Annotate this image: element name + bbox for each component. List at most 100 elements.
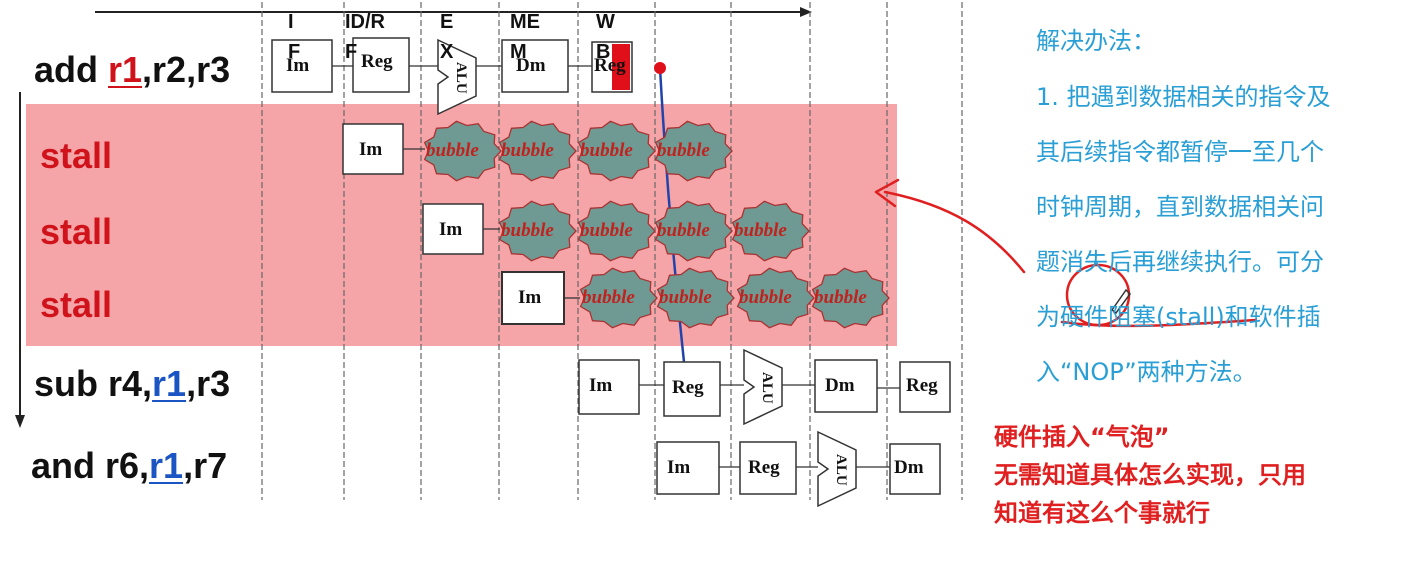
sub-alu-label: ALU — [759, 372, 775, 404]
stall3-bubble-3 — [736, 267, 815, 329]
stall3-im-box — [501, 271, 565, 325]
note-line-2: 无需知道具体怎么实现，只用 — [994, 461, 1306, 489]
instruction-4-stall: stall — [40, 287, 112, 323]
timeline-arrowhead — [800, 7, 812, 17]
solution-line-1: 1. 把遇到数据相关的指令及 — [1036, 83, 1331, 111]
add-im-box-label: Im — [286, 55, 310, 76]
stall3-bubble-2 — [656, 267, 735, 329]
stall2-bubble-2-label: bubble — [580, 220, 633, 241]
stall3-bubble-3-label: bubble — [739, 287, 792, 308]
add-wb-reg-box-highlight — [612, 44, 630, 90]
stage-header-2: ID/R — [345, 11, 385, 33]
stall3-bubble-4-label: bubble — [814, 287, 867, 308]
add-dm-box — [501, 39, 569, 93]
stall1-bubble-4 — [654, 120, 733, 182]
and-reg-box-label: Reg — [748, 457, 780, 478]
stall2-bubble-1 — [498, 200, 577, 262]
stall3-bubble-1-label: bubble — [582, 287, 635, 308]
stall1-bubble-3-label: bubble — [580, 140, 633, 161]
instruction-opcode: stall — [40, 135, 113, 176]
and-alu-label: ALU — [833, 454, 849, 486]
stage-header-1-second-line: F — [288, 41, 301, 63]
sub-alu — [743, 348, 783, 426]
stall3-im-box-label: Im — [518, 287, 542, 308]
and-dm-box — [889, 443, 941, 495]
and-im-box — [656, 441, 720, 495]
instruction-operands: ,r3 — [186, 363, 231, 404]
stage-header-3-second-line: X — [440, 41, 454, 63]
solution-line-4: 题消失后再继续执行。可分 — [1036, 248, 1324, 276]
stall2-im-box — [422, 203, 484, 255]
and-reg-box — [739, 441, 797, 495]
stage-header-5-second-line: B — [596, 41, 611, 63]
stage-header-3: E — [440, 11, 454, 33]
stall1-im-box-label: Im — [359, 139, 383, 160]
add-reg-box-label: Reg — [361, 51, 393, 72]
stall2-im-box-label: Im — [439, 219, 463, 240]
sub-im-box-label: Im — [589, 375, 613, 396]
instruction-opcode: and r6, — [31, 445, 150, 486]
note-block: 硬件插入“气泡” 无需知道具体怎么实现，只用 知道有这么个事就行 — [994, 418, 1404, 532]
stage-header-1: I — [288, 11, 294, 33]
add-alu-label: ALU — [453, 62, 469, 94]
stall1-bubble-3 — [577, 120, 656, 182]
instruction-arrowhead — [15, 415, 25, 428]
sub-reg-box — [663, 361, 721, 417]
instruction-operands: ,r7 — [183, 445, 228, 486]
and-alu — [817, 430, 857, 508]
stall2-bubble-1-label: bubble — [501, 220, 554, 241]
add-wb-reg-box-label: Reg — [594, 55, 626, 76]
stall3-bubble-4 — [811, 267, 890, 329]
pipeline-units — [271, 37, 951, 508]
instruction-opcode: stall — [40, 211, 113, 252]
solution-title: 解决办法： — [1036, 27, 1156, 55]
stage-header-4-second-line: M — [510, 41, 527, 63]
add-dm-box-label: Dm — [516, 55, 546, 76]
sub-dm-box — [814, 359, 878, 413]
instruction-opcode: stall — [40, 284, 113, 325]
and-dm-box-label: Dm — [894, 457, 924, 478]
register-r1-highlight: r1 — [152, 363, 187, 404]
instruction-operands: ,r2,r3 — [142, 49, 231, 90]
instruction-2-stall: stall — [40, 138, 112, 174]
stall1-bubble-2 — [498, 120, 577, 182]
instruction-6-and: and r6,r1,r7 — [31, 448, 227, 484]
note-line-3: 知道有这么个事就行 — [994, 499, 1210, 527]
sub-wb-reg-box — [899, 361, 951, 413]
solution-panel: 解决办法： 1. 把遇到数据相关的指令及 其后续指令都暂停一至几个 时钟周期，直… — [1036, 12, 1406, 400]
stall2-bubble-3-label: bubble — [657, 220, 710, 241]
instruction-1-add: add r1,r2,r3 — [34, 52, 230, 88]
stall2-bubble-2 — [577, 200, 656, 262]
sub-reg-box-label: Reg — [672, 377, 704, 398]
stage-header-4: ME — [510, 11, 540, 33]
stall1-bubble-1-label: bubble — [426, 140, 479, 161]
stage-header-5: W — [596, 11, 615, 33]
dependency-dot — [654, 62, 666, 74]
instruction-3-stall: stall — [40, 214, 112, 250]
stall1-bubble-1 — [423, 120, 502, 182]
sub-im-box — [578, 359, 640, 415]
stall1-bubble-2-label: bubble — [501, 140, 554, 161]
add-im-box — [271, 39, 333, 93]
cycle-grid — [15, 2, 963, 500]
solution-line-5: 为硬件阻塞(stall)和软件插 — [1036, 303, 1321, 331]
sub-wb-reg-box-label: Reg — [906, 375, 938, 396]
stage-header-2-second-line: F — [345, 41, 358, 63]
stall1-im-box — [342, 123, 404, 175]
add-reg-box — [352, 37, 410, 93]
register-r1-highlight: r1 — [149, 445, 184, 486]
and-im-box-label: Im — [667, 457, 691, 478]
instruction-opcode: add — [34, 49, 109, 90]
stall3-bubble-1 — [579, 267, 658, 329]
solution-line-3: 时钟周期，直到数据相关问 — [1036, 193, 1324, 221]
instruction-opcode: sub r4, — [34, 363, 153, 404]
stall2-bubble-3 — [654, 200, 733, 262]
register-r1-highlight: r1 — [108, 49, 143, 90]
instruction-5-sub: sub r4,r1,r3 — [34, 366, 230, 402]
note-line-1: 硬件插入“气泡” — [994, 423, 1170, 451]
stall3-bubble-2-label: bubble — [659, 287, 712, 308]
add-alu — [437, 38, 477, 116]
sub-dm-box-label: Dm — [825, 375, 855, 396]
